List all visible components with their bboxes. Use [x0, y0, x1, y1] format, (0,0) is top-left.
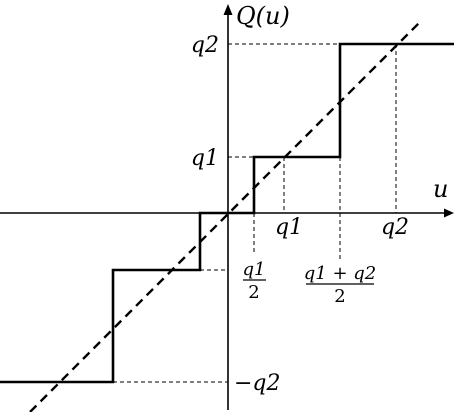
- fraction-half-q1-numerator: q1: [243, 259, 266, 280]
- fraction-mid-numerator: q1 + q2: [304, 263, 376, 284]
- x-label-q1: q1: [275, 215, 303, 240]
- y-label-neg-q2: −q2: [234, 371, 281, 396]
- y-label-q1: q1: [191, 146, 219, 171]
- x-axis-title: u: [433, 175, 448, 203]
- y-axis-title: Q(u): [236, 2, 290, 30]
- fraction-half-q1: q1 2: [243, 259, 266, 303]
- identity-line: [29, 19, 423, 412]
- y-label-q2: q2: [191, 33, 219, 58]
- fraction-half-q1-denominator: 2: [248, 282, 259, 303]
- fraction-mid: q1 + q2 2: [304, 263, 376, 307]
- guide-lines: [113, 43, 397, 383]
- y-axis-arrowhead: [223, 4, 233, 15]
- quantizer-staircase: [0, 42, 454, 384]
- fraction-mid-denominator: 2: [334, 286, 345, 307]
- x-axis-arrowhead: [444, 208, 454, 218]
- x-label-q2: q2: [381, 215, 409, 240]
